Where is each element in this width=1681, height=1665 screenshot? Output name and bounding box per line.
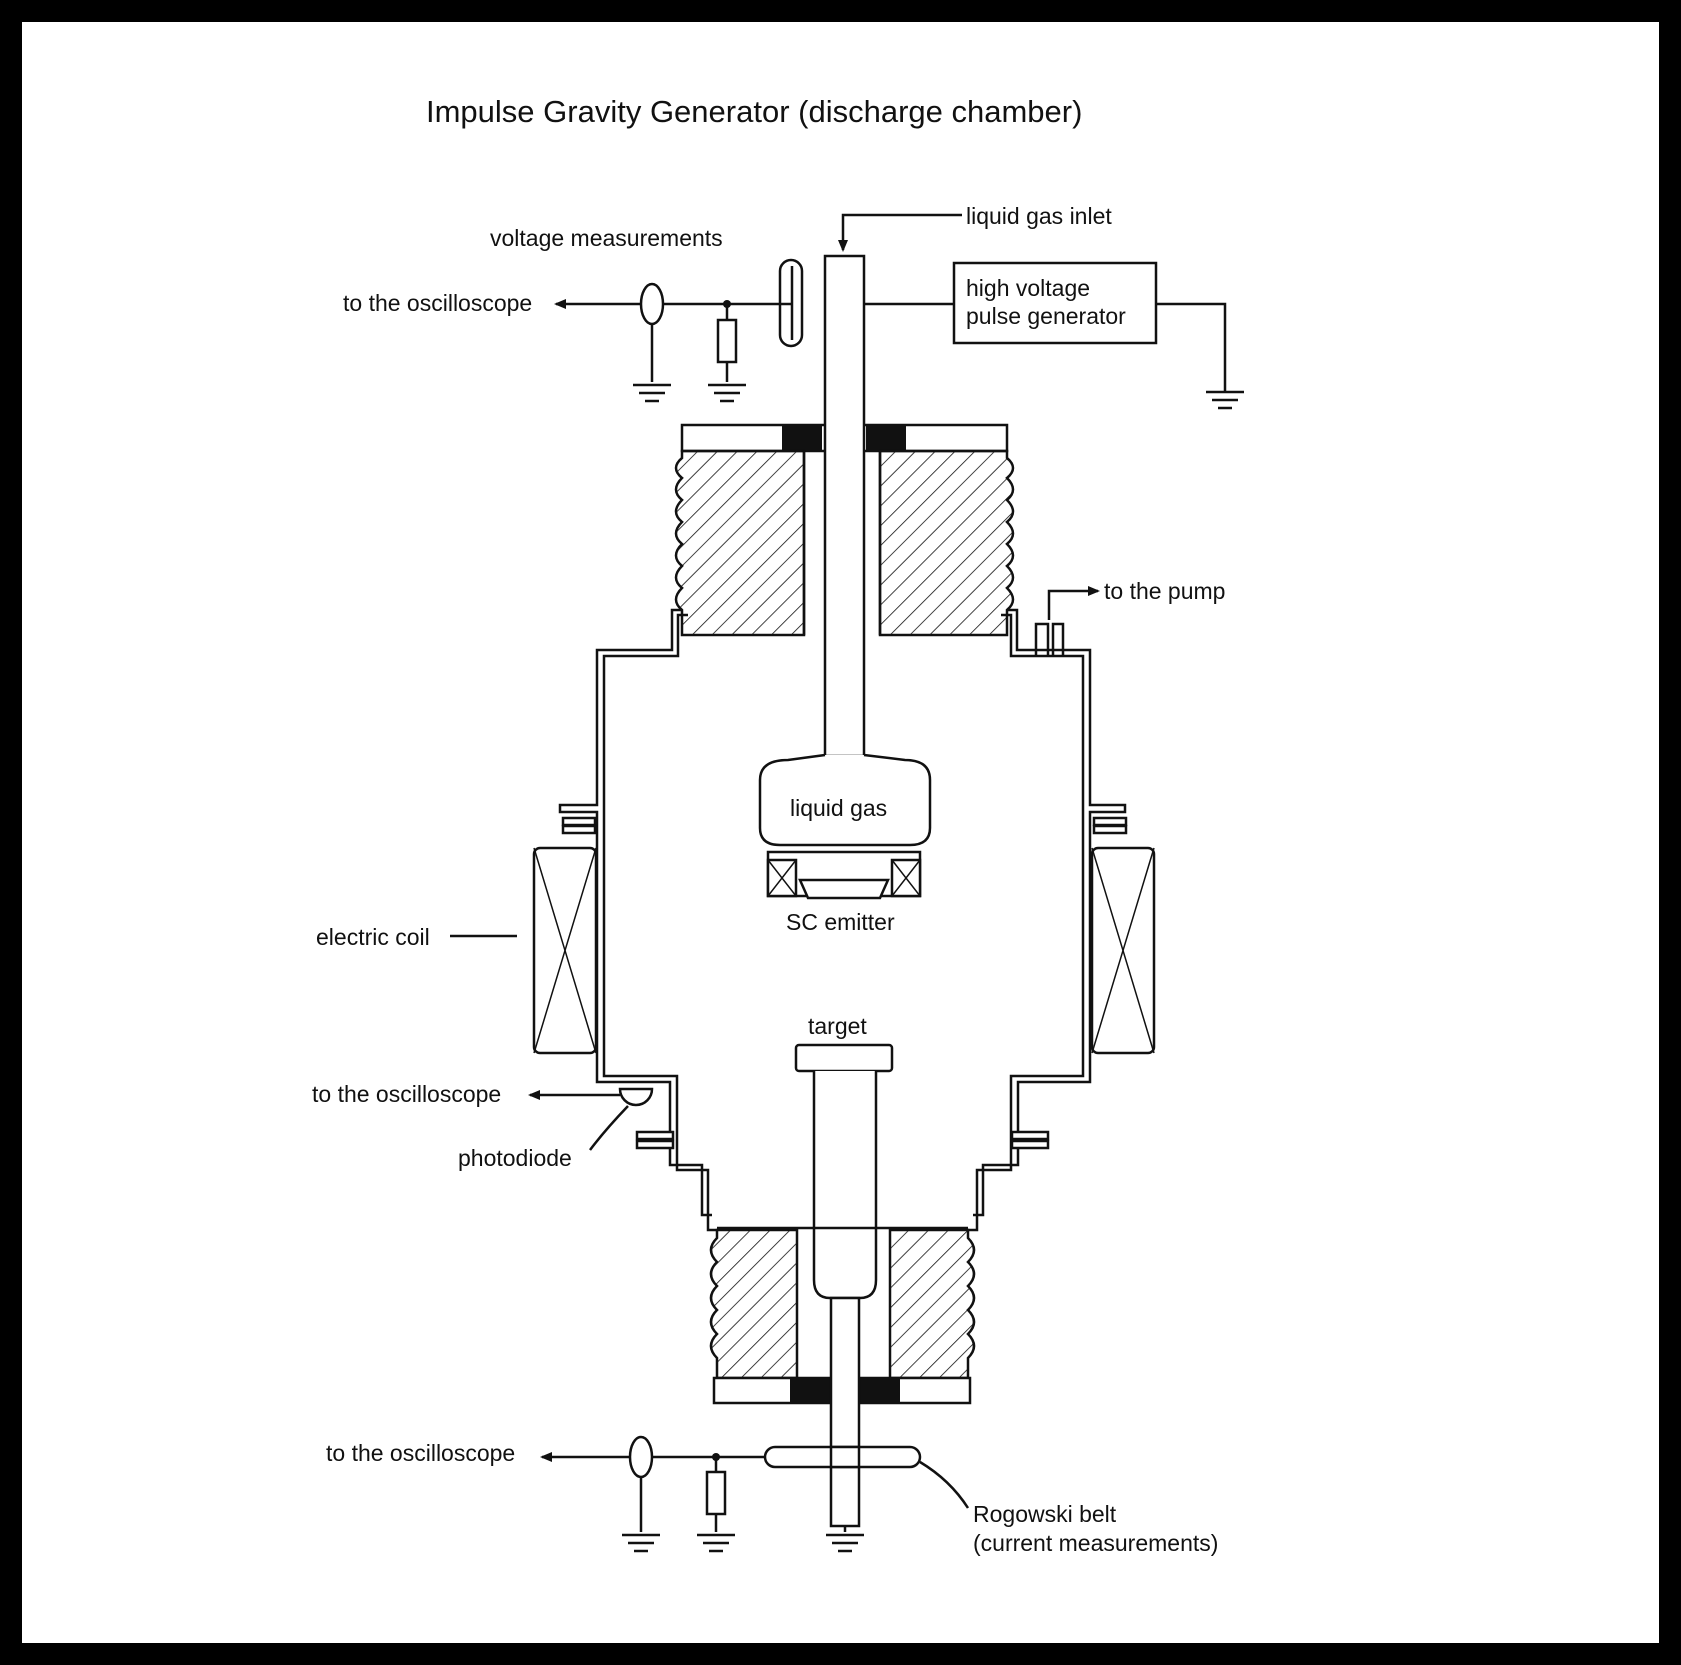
chamber-clamps	[561, 816, 1128, 1150]
voltage-measurement-circuit: voltage measurements to the oscilloscope	[343, 225, 804, 403]
diagram-title: Impulse Gravity Generator (discharge cha…	[426, 94, 1082, 129]
oscilloscope-label-mid: to the oscilloscope	[312, 1081, 501, 1107]
bottom-insulator-left	[790, 1378, 830, 1403]
liquid-gas-vessel: liquid gas	[758, 753, 932, 847]
rogowski-label-line2: (current measurements)	[973, 1530, 1218, 1556]
sc-emitter-label: SC emitter	[786, 909, 895, 935]
to-the-pump-label: to the pump	[1104, 578, 1225, 604]
electric-coil-callout: electric coil	[316, 924, 517, 950]
oscilloscope-label-top: to the oscilloscope	[343, 290, 532, 316]
pump-port: to the pump	[1047, 578, 1225, 620]
liquid-gas-label: liquid gas	[790, 795, 887, 821]
liquid-gas-inlet-tube	[802, 254, 882, 758]
photodiode-label: photodiode	[458, 1145, 572, 1171]
electric-coil-label: electric coil	[316, 924, 430, 950]
target: target	[794, 1013, 894, 1300]
electric-coil-right	[1090, 846, 1156, 1055]
liquid-gas-inlet-label: liquid gas inlet	[966, 203, 1112, 229]
oscilloscope-label-bottom: to the oscilloscope	[326, 1440, 515, 1466]
current-measurement-circuit: to the oscilloscope	[326, 1435, 765, 1553]
rogowski-label-line1: Rogowski belt	[973, 1501, 1117, 1527]
photodiode: to the oscilloscope photodiode	[312, 1081, 654, 1171]
rogowski-belt: Rogowski belt (current measurements)	[763, 1445, 1218, 1556]
liquid-gas-inlet-pointer: liquid gas inlet	[838, 203, 1112, 252]
cathode-rod	[826, 1296, 864, 1553]
hv-pulse-generator: high voltage pulse generator	[864, 261, 1244, 410]
top-insulator-right	[866, 425, 906, 451]
electric-coil-left	[532, 846, 598, 1055]
voltage-measurements-label: voltage measurements	[490, 225, 723, 251]
chamber-wall	[558, 608, 1127, 1232]
sc-emitter: SC emitter	[766, 850, 922, 935]
hv-label-line1: high voltage	[966, 275, 1090, 301]
hv-label-line2: pulse generator	[966, 303, 1126, 329]
target-label: target	[808, 1013, 867, 1039]
bottom-insulator-right	[860, 1378, 900, 1403]
top-insulator-left	[782, 425, 822, 451]
top-insulator-body	[674, 449, 1015, 637]
bottom-insulator-body	[709, 1226, 976, 1380]
